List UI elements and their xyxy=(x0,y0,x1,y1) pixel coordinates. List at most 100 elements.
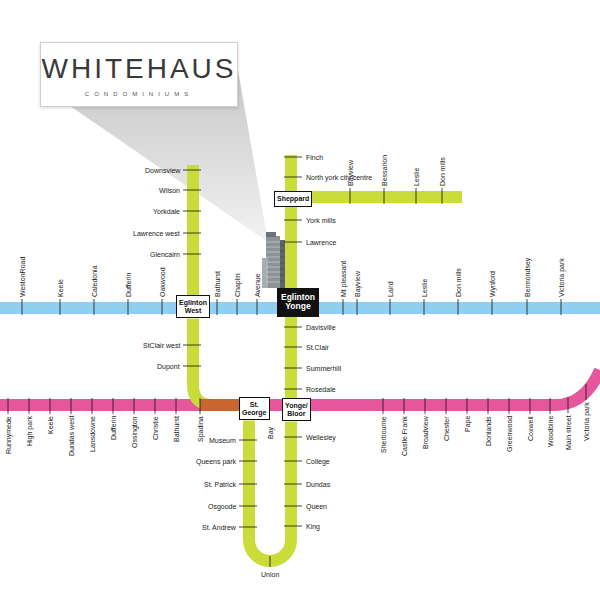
station-label: Donlands xyxy=(485,416,492,446)
station-label: Bayview xyxy=(354,271,361,297)
station-tick xyxy=(50,398,51,414)
station-tick xyxy=(527,299,528,315)
line-segment xyxy=(210,302,277,314)
transit-connector xyxy=(210,308,277,309)
station-tick xyxy=(183,366,201,367)
station-label: Main street xyxy=(565,415,572,450)
station-label: Victoria park xyxy=(583,402,590,441)
station-tick xyxy=(357,299,358,315)
interchange-box: St. George xyxy=(239,397,270,420)
station-tick xyxy=(217,299,218,315)
station-tick xyxy=(550,398,551,414)
station-tick xyxy=(568,397,569,413)
interchange-box: Eglinton West xyxy=(176,295,210,318)
station-label: Wellesley xyxy=(306,434,336,441)
station-name: St. George xyxy=(242,401,267,416)
station-tick xyxy=(239,484,257,485)
station-label: St.Clair xyxy=(306,344,329,351)
station-tick xyxy=(239,440,257,441)
station-label: Chaplin xyxy=(234,273,241,297)
station-label: Davisville xyxy=(306,324,336,331)
station-tick xyxy=(29,398,30,414)
station-label: Broadview xyxy=(422,416,429,449)
station-tick xyxy=(183,254,201,255)
station-label: Osgoode xyxy=(208,503,236,510)
station-label: Leslie xyxy=(421,279,428,297)
station-tick xyxy=(284,506,302,507)
station-label: Dundas xyxy=(306,481,330,488)
station-tick xyxy=(239,527,257,528)
station-tick xyxy=(60,299,61,315)
station-label: St. Patrick xyxy=(204,481,236,488)
building-illustration xyxy=(262,232,288,288)
station-label: Leslie xyxy=(413,168,420,186)
station-label: Don mills xyxy=(455,268,462,297)
university-line xyxy=(187,165,199,300)
station-tick xyxy=(284,327,302,328)
station-label: Union xyxy=(261,571,279,578)
station-tick xyxy=(442,188,443,204)
logo-title: WHITEHAUS xyxy=(41,55,237,83)
station-label: High park xyxy=(26,416,33,446)
station-tick xyxy=(8,398,9,414)
station-tick xyxy=(71,398,72,414)
station-label: StClair west xyxy=(143,342,180,349)
station-label: Victoria park xyxy=(558,258,565,297)
station-tick xyxy=(284,242,302,243)
station-tick xyxy=(343,299,344,315)
station-tick xyxy=(530,398,531,414)
station-label: Sherbourne xyxy=(380,416,387,453)
station-tick xyxy=(183,345,201,346)
station-tick xyxy=(416,188,417,204)
station-tick xyxy=(284,177,302,178)
station-label: Museum xyxy=(209,437,236,444)
station-label: Bermondsey xyxy=(524,258,531,297)
station-tick xyxy=(383,398,384,414)
station-label: Bessarion xyxy=(381,155,388,186)
station-label: Wynford xyxy=(489,271,496,297)
station-label: King xyxy=(306,523,320,530)
logo-box: WHITEHAUSCONDOMINIUMS xyxy=(40,42,238,107)
sheppard-line xyxy=(295,191,462,203)
station-label: Dupont xyxy=(157,363,180,370)
line-segment xyxy=(285,207,297,288)
transit-connector xyxy=(291,207,292,288)
line-segment xyxy=(249,420,291,561)
interchange-box: Sheppard xyxy=(274,191,312,207)
station-tick xyxy=(162,299,163,315)
station-label: Greenwood xyxy=(506,416,513,452)
station-tick xyxy=(92,398,93,414)
station-label: Wilson xyxy=(159,187,180,194)
station-label: Bayview xyxy=(347,160,354,186)
transit-connector xyxy=(193,318,239,405)
station-tick xyxy=(284,389,302,390)
station-tick xyxy=(183,211,201,212)
station-label: Ossington xyxy=(131,416,138,448)
station-label: Dundas west xyxy=(68,416,75,456)
station-label: Bathurst xyxy=(173,416,180,442)
station-label: Spadina xyxy=(197,416,204,442)
station-tick xyxy=(176,398,177,414)
station-tick xyxy=(446,398,447,414)
station-label: North york city centre xyxy=(306,174,372,181)
station-tick xyxy=(239,506,257,507)
station-label: Chester xyxy=(443,416,450,441)
interchange-box: Eglinton Yonge xyxy=(277,288,319,317)
station-label: Dufferin xyxy=(125,273,132,297)
station-tick xyxy=(183,170,201,171)
station-tick xyxy=(284,526,302,527)
line-segment xyxy=(270,399,282,411)
station-tick xyxy=(284,461,302,462)
station-tick xyxy=(284,484,302,485)
station-label: Bay xyxy=(267,427,274,439)
station-label: Castle Frank xyxy=(401,416,408,456)
station-tick xyxy=(284,437,302,438)
transit-connector xyxy=(249,420,291,561)
station-label: Queens park xyxy=(196,458,236,465)
station-tick xyxy=(467,398,468,414)
transit-connector xyxy=(270,405,282,406)
station-label: Avenue xyxy=(254,273,261,297)
station-tick xyxy=(284,368,302,369)
station-label: Queen xyxy=(306,503,327,510)
